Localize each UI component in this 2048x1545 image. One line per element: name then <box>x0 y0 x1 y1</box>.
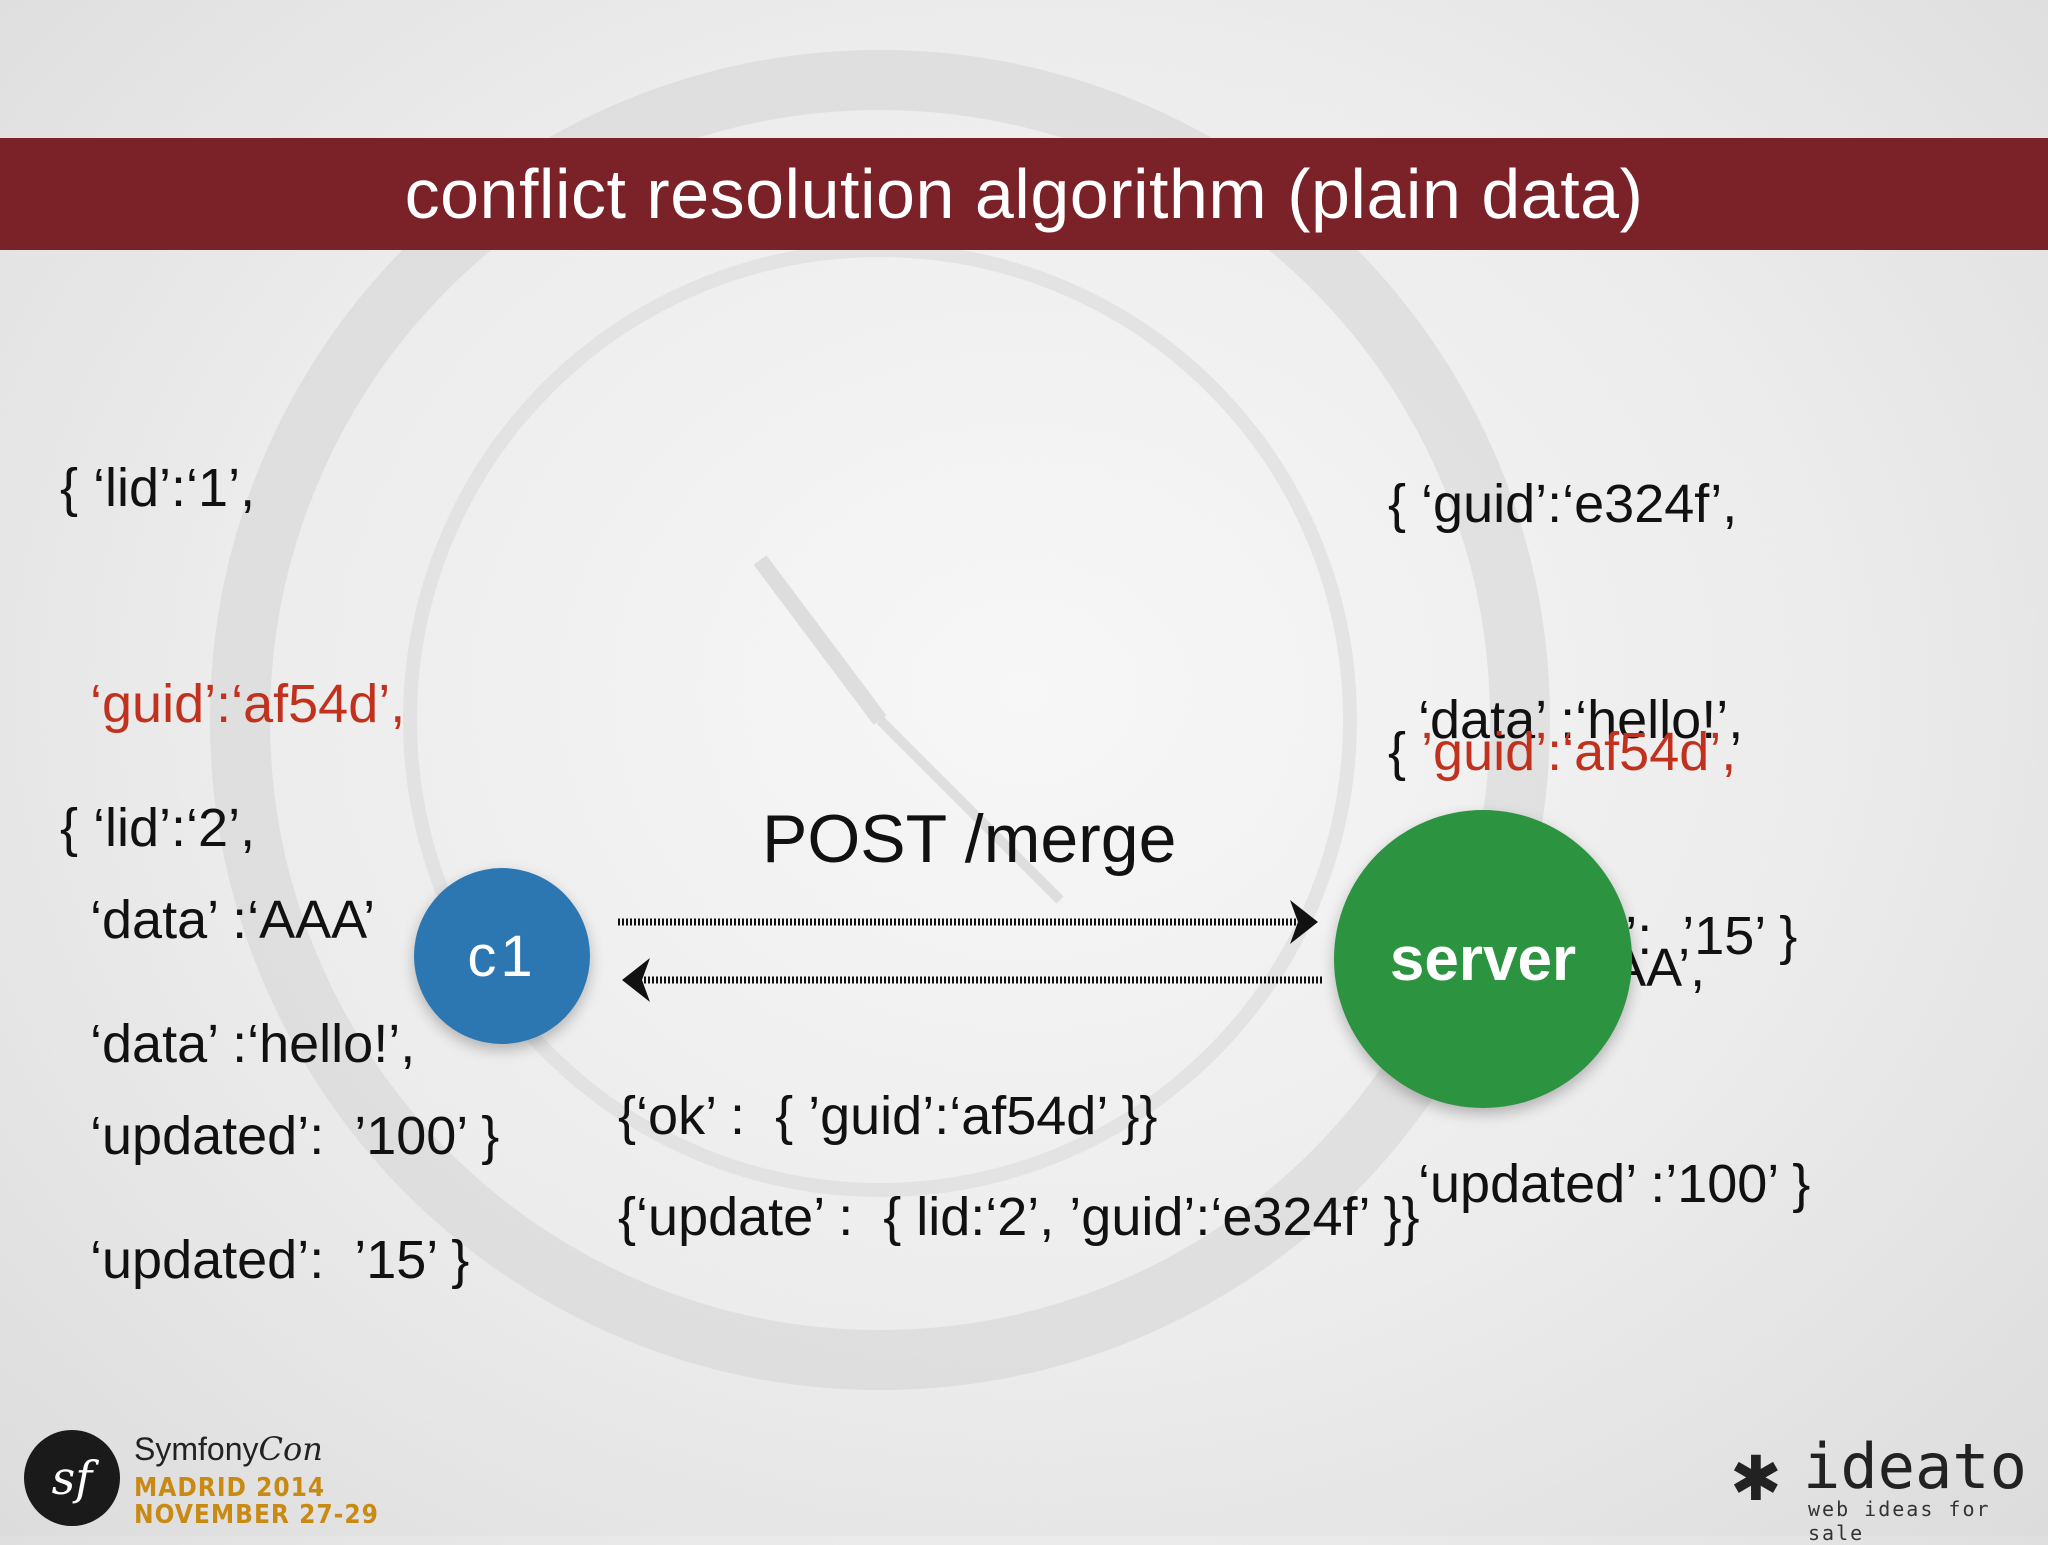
code-line: ‘updated’ :’100’ } <box>1388 1154 1811 1214</box>
code-line: ‘data’ :‘hello!’, <box>60 1014 416 1074</box>
server-label: server <box>1389 924 1577 994</box>
response-update: {‘update’ : { lid:‘2’, ’guid’:‘e324f’ }} <box>618 1187 1420 1247</box>
code-brace: { <box>1388 722 1422 782</box>
code-line: ‘data’ :‘AAA’ <box>60 890 376 950</box>
conference-name-suffix: Con <box>258 1430 323 1468</box>
conference-name: SymfonyCon <box>134 1430 323 1468</box>
code-line: { ‘lid’:‘1’, <box>60 458 256 518</box>
symfony-logo-icon: sf <box>24 1430 120 1526</box>
response-arrow <box>622 958 1322 1002</box>
client-record-2: { ‘lid’:‘2’, ‘data’ :‘hello!’, ‘updated’… <box>60 648 469 1368</box>
client-node: c1 <box>414 868 590 1044</box>
title-bar: conflict resolution algorithm (plain dat… <box>0 138 2048 250</box>
symfony-logo-glyph: sf <box>51 1451 93 1505</box>
code-line: { ‘lid’:‘2’, <box>60 798 256 858</box>
request-label: POST /merge <box>762 801 1177 877</box>
client-record-1: { ‘lid’:‘1’, ‘guid’:‘af54d’, ‘data’ :‘AA… <box>60 308 499 1244</box>
code-line: { ‘guid’:‘e324f’, <box>1388 474 1738 534</box>
code-line-guid: ‘guid’:‘af54d’, <box>60 674 406 734</box>
slide-title: conflict resolution algorithm (plain dat… <box>404 155 1644 233</box>
code-line: ‘updated’: ’15’ } <box>60 1230 470 1290</box>
conference-name-text: Symfony <box>134 1431 259 1467</box>
code-line: ‘updated’: ’100’ } <box>60 1106 500 1166</box>
asterisk-icon: ✱ <box>1730 1445 1782 1514</box>
conference-date: NOVEMBER 27-29 <box>134 1500 379 1530</box>
code-line: { ’guid’:‘af54d’, <box>1388 716 1810 788</box>
company-name: ideato <box>1803 1430 2027 1503</box>
client-label: c1 <box>467 923 537 989</box>
code-line: ‘data’ :‘hello!’, <box>1388 690 1744 750</box>
request-response-arrows <box>618 900 1322 1002</box>
request-arrow <box>618 900 1318 944</box>
conference-place: MADRID 2014 <box>134 1473 326 1503</box>
code-line-guid: ’guid’:‘af54d’, <box>1421 722 1737 782</box>
response-ok: {‘ok’ : { ’guid’:‘af54d’ }} <box>618 1086 1158 1146</box>
company-tagline: web ideas for sale <box>1808 1497 1991 1545</box>
server-node: server <box>1334 810 1632 1108</box>
